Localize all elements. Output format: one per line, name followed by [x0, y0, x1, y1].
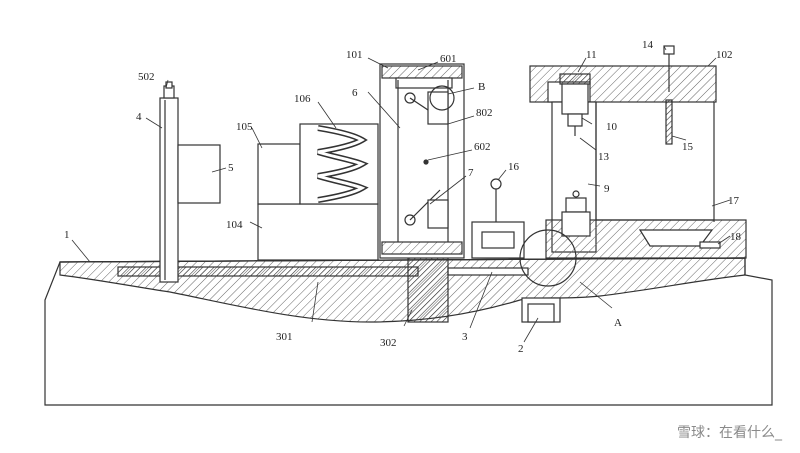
- label-106: 106: [294, 93, 311, 105]
- label-11: 11: [586, 49, 597, 61]
- label-802: 802: [476, 107, 493, 119]
- detail-circle-a: [519, 229, 577, 287]
- label-18: 18: [730, 231, 742, 243]
- label-102: 102: [716, 49, 733, 61]
- connector-b: [427, 91, 449, 125]
- label-1: 1: [64, 229, 70, 241]
- camera-housing: [559, 73, 591, 85]
- block-5: [177, 144, 221, 204]
- label-6: 6: [352, 87, 358, 99]
- label-17: 17: [728, 195, 740, 207]
- block-105: [257, 143, 301, 205]
- label-3: 3: [462, 331, 468, 343]
- label-14: 14: [642, 39, 654, 51]
- label-2: 2: [518, 343, 524, 355]
- label-10: 10: [606, 121, 618, 133]
- label-7: 7: [468, 167, 474, 179]
- label-502: 502: [138, 71, 155, 83]
- label-101: 101: [346, 49, 363, 61]
- label-301: 301: [276, 331, 293, 343]
- watermark: 雪球：在看什么_: [677, 425, 782, 441]
- guide-rod: [447, 267, 529, 276]
- frame-101: [379, 63, 465, 259]
- label-9: 9: [604, 183, 610, 195]
- probe-rod: [665, 99, 673, 145]
- label-16: 16: [508, 161, 520, 173]
- label-602: 602: [474, 141, 491, 153]
- label-a: A: [614, 317, 622, 329]
- label-13: 13: [598, 151, 610, 163]
- slider-block: [407, 257, 449, 323]
- block-104: [257, 203, 379, 261]
- label-105: 105: [236, 121, 253, 133]
- label-104: 104: [226, 219, 243, 231]
- label-5: 5: [228, 162, 234, 174]
- vertical-post: [159, 97, 179, 283]
- spring: [317, 125, 369, 203]
- label-4: 4: [136, 111, 142, 123]
- label-b: B: [478, 81, 485, 93]
- label-302: 302: [380, 337, 397, 349]
- label-601: 601: [440, 53, 457, 65]
- label-15: 15: [682, 141, 694, 153]
